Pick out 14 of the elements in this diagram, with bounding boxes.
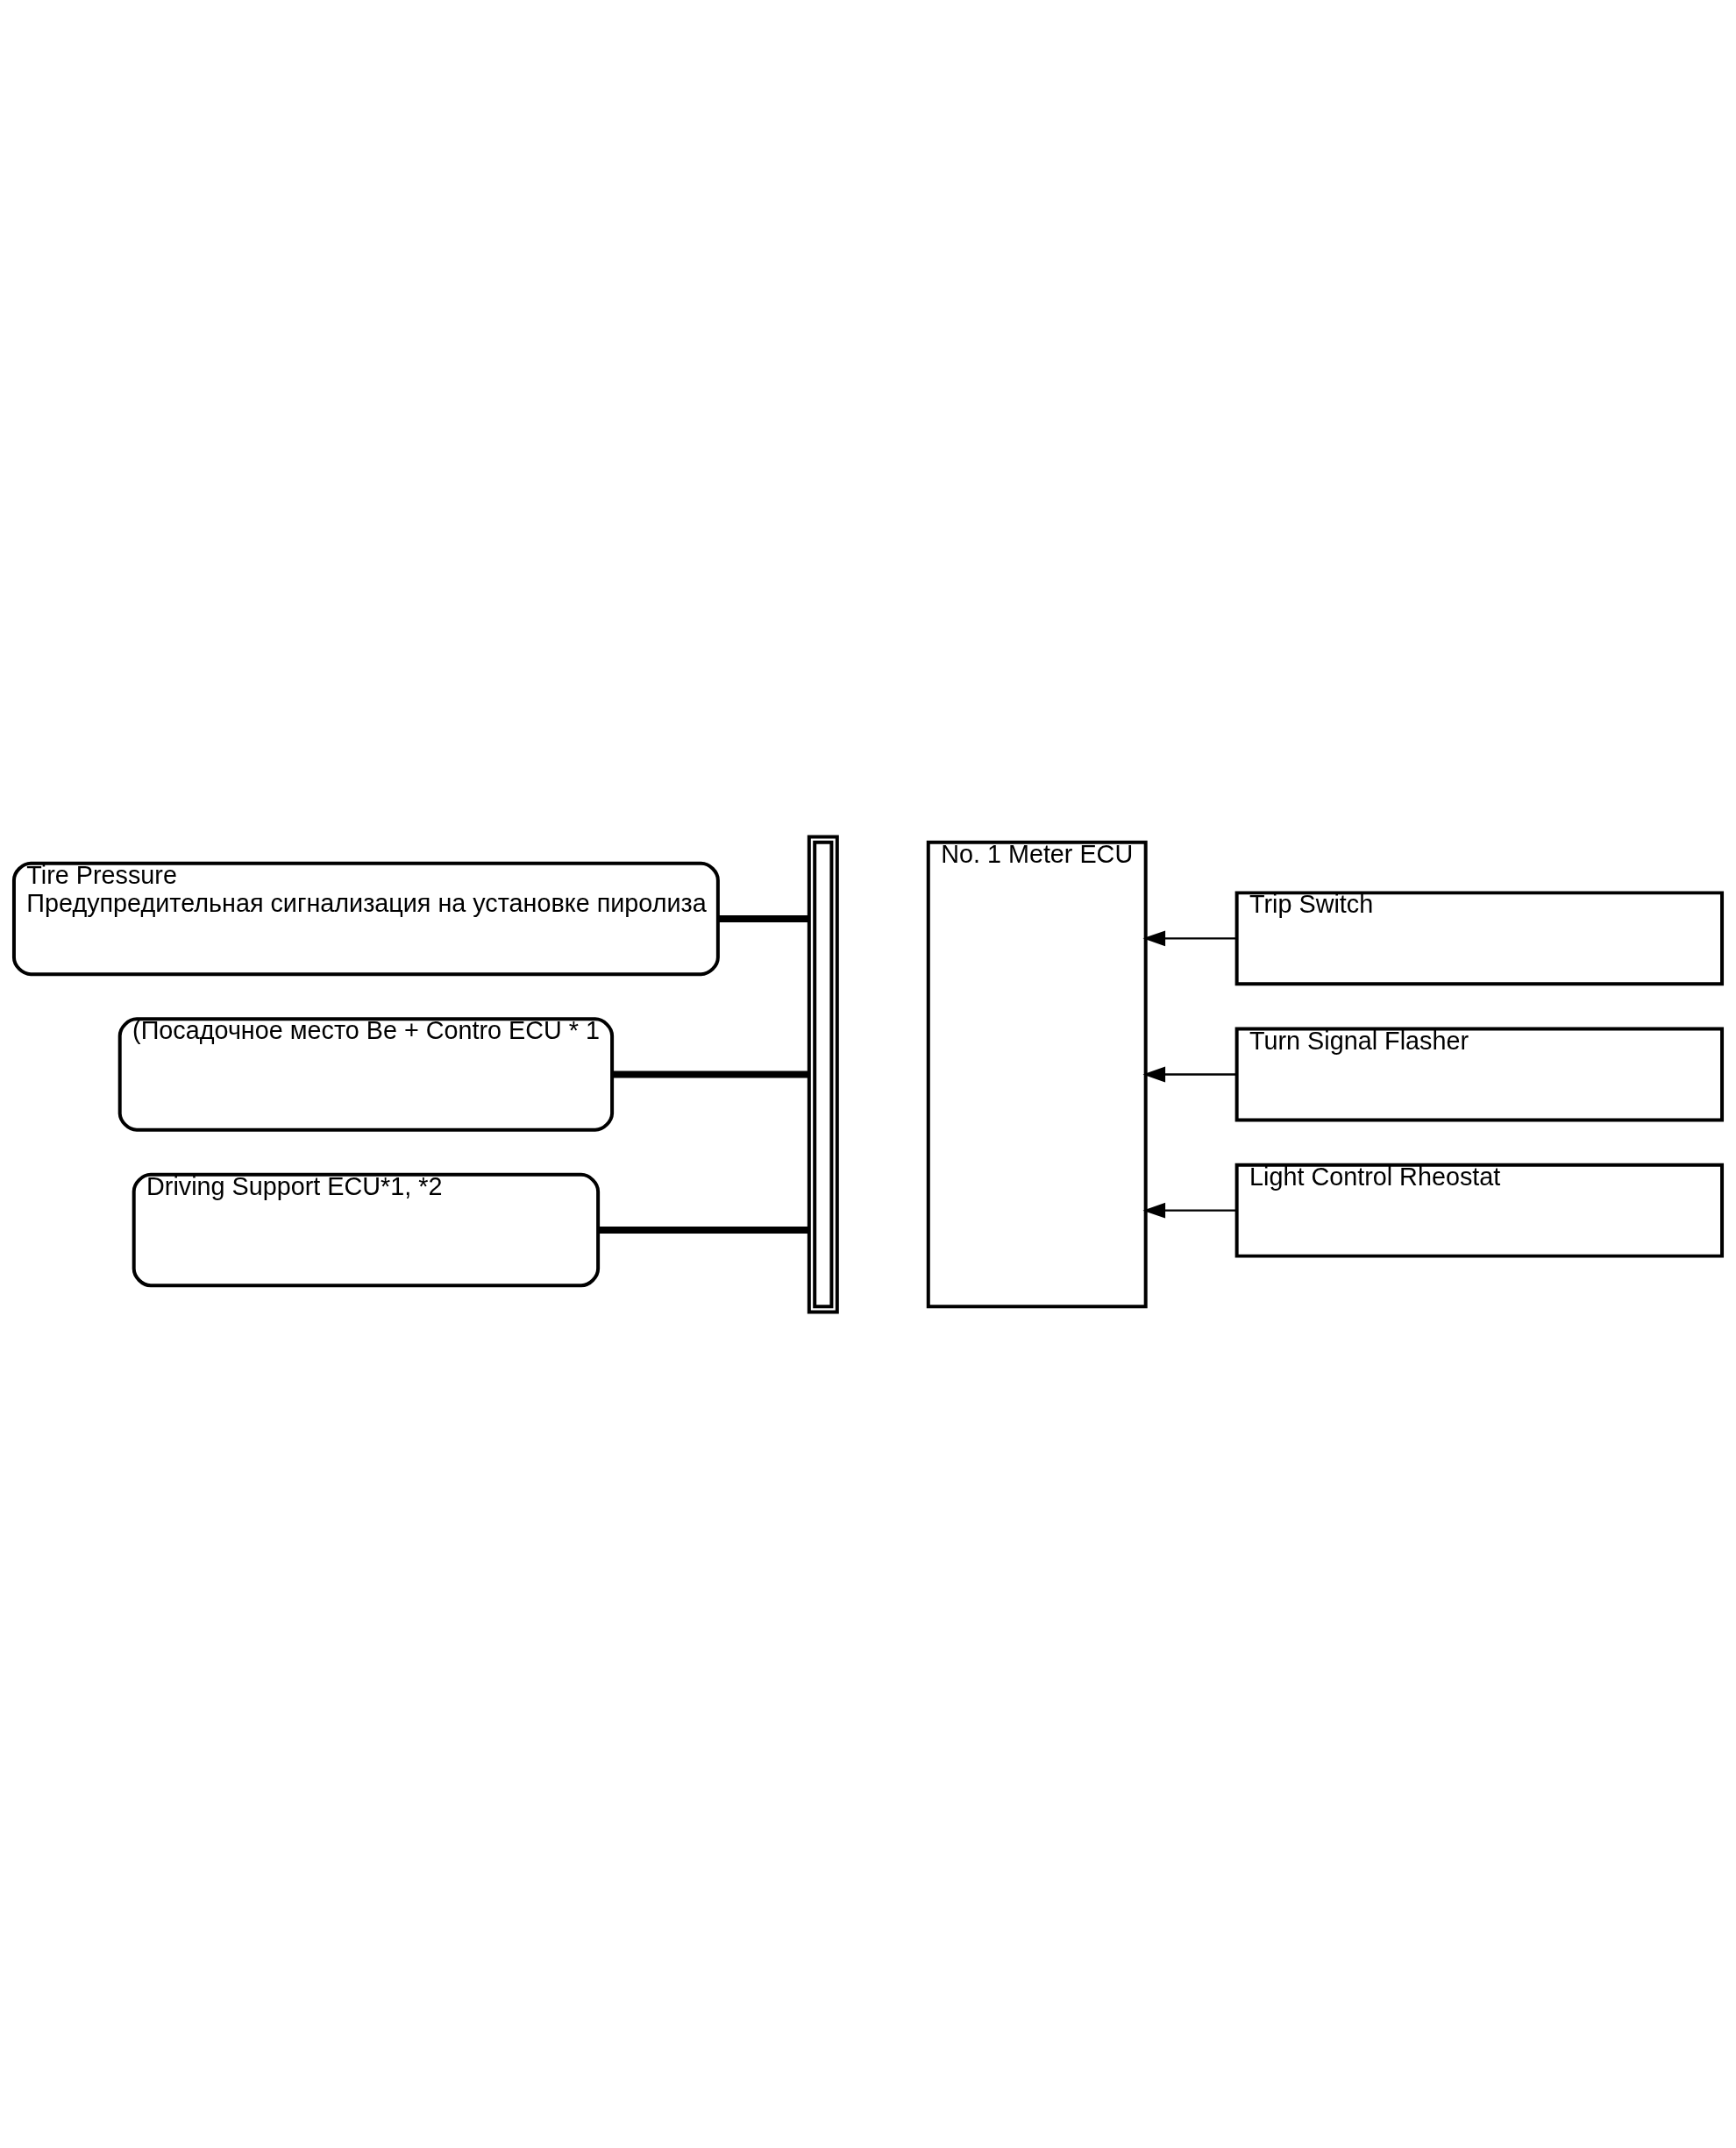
connector <box>612 1070 809 1078</box>
node-bar <box>807 834 839 1314</box>
node-box: Trip Switch <box>1234 890 1725 985</box>
node-box: Turn Signal Flasher <box>1234 1027 1725 1121</box>
arrow <box>1142 1202 1236 1219</box>
arrow <box>1142 1066 1236 1082</box>
node-box: Tire Pressure Предупредительная сигнализация на установке пиролиза <box>11 861 720 976</box>
connector <box>598 1226 809 1234</box>
node-box: Driving Support ECU*1, *2 <box>132 1172 601 1287</box>
node-box: No. 1 Meter ECU <box>926 840 1148 1308</box>
node-box: Light Control Rheostat <box>1234 1163 1725 1258</box>
node-box: (Посадочное место Be + Contro ECU * 1 <box>117 1016 615 1132</box>
arrow <box>1142 929 1236 946</box>
connector <box>718 914 809 922</box>
